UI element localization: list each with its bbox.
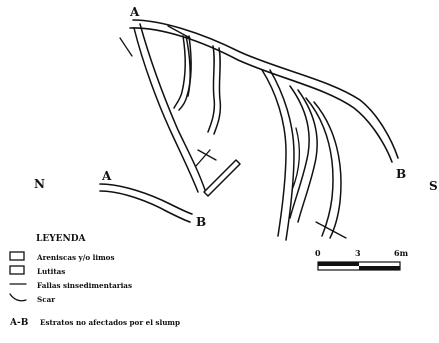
legend-item-areniscas: Areniscas y/o limos: [36, 253, 115, 262]
legend-item-scar: Scar: [37, 295, 55, 304]
label-a-top: A: [129, 5, 140, 19]
slumped-bed-middle: [208, 46, 220, 134]
scale-tick-3: 3: [355, 248, 361, 258]
scar-left: [134, 24, 205, 192]
slumped-bed-left: [174, 36, 191, 110]
swatch-areniscas: [10, 252, 24, 260]
legend-ab-key: A-B: [9, 318, 29, 328]
swatch-lutitas: [10, 266, 24, 274]
label-a-left: A: [101, 169, 112, 183]
south-label: S: [429, 179, 438, 193]
legend-ab-text: Estratos no afectados por el slump: [40, 318, 180, 327]
label-b-left: B: [196, 215, 206, 229]
scale-tick-0: 0: [315, 248, 321, 258]
fault-line-4: [198, 150, 216, 160]
scale-bar: 0 3 6m: [315, 248, 409, 270]
scale-tick-6m: 6m: [394, 248, 409, 258]
bed-a-b-upper: [130, 20, 398, 162]
bed-a-b-lower: [100, 184, 192, 222]
legend: LEYENDA Areniscas y/o limos Lutitas Fall…: [9, 234, 180, 328]
legend-title: LEYENDA: [36, 234, 87, 244]
legend-item-lutitas: Lutitas: [37, 267, 65, 276]
north-label: N: [34, 177, 45, 191]
fault-line-1: [120, 38, 132, 56]
label-b-right: B: [396, 167, 406, 181]
sandstone-block: [204, 160, 240, 196]
legend-item-fallas: Fallas sinsedimentarias: [37, 281, 132, 290]
slumped-bed-right: [262, 70, 341, 240]
swatch-scar: [10, 294, 26, 301]
